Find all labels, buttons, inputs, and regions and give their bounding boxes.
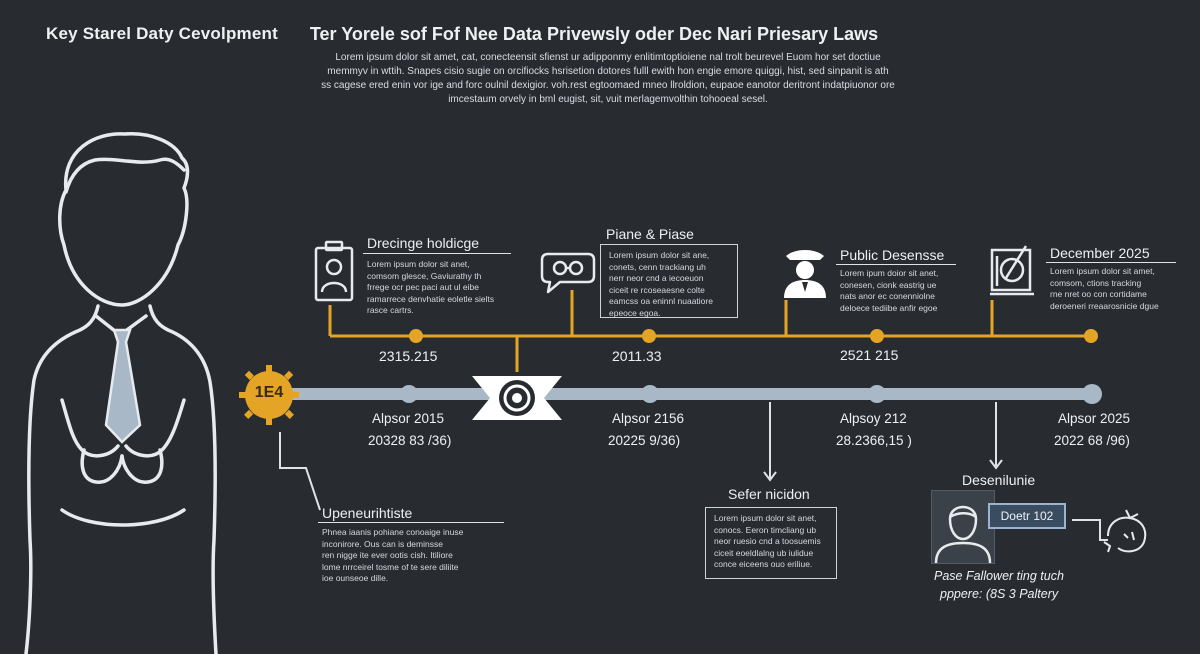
card-line: ramarrece denvhatie eoletle sielts [367, 293, 495, 304]
gear-badge-icon [239, 365, 299, 425]
left-title: Key Starel Daty Cevolpment [46, 24, 278, 43]
user-avatar-icon [934, 505, 992, 564]
intro-paragraph: Lorem ipsum dolor sit amet, cat, conecte… [258, 51, 958, 107]
start-badge-label: 1E4 [254, 384, 284, 401]
card-line: nats anor ec conenniolne [840, 291, 935, 301]
card-title: Drecinge holdicge [367, 235, 480, 251]
bottom-sub: 28.2366,15 ) [836, 433, 912, 448]
card-title: Desenilunie [962, 472, 1036, 488]
card-line: nerr neor cnd a iecoeuon [609, 273, 704, 283]
card-line: epeoce egoa. [609, 307, 661, 318]
officer-icon [784, 250, 826, 298]
divider [363, 253, 511, 254]
card-line: conocs. Eeron timcliang ub [714, 524, 817, 535]
card-line: frrege ocr pec paci aut ul eibe [367, 282, 479, 292]
card-line: eamcss oa eninnl nuaatiore [609, 296, 713, 306]
card-line: lome nrrceirel tosme of te sere diliite [322, 561, 459, 572]
card-line: neor ruesio cnd a toosuemis [714, 536, 821, 546]
card-line: ciceit re rcoseaesne colte [609, 284, 705, 295]
main-title: Ter Yorele sof Fof Nee Data Privewsly od… [309, 24, 879, 44]
card-body: Lorem ipsum dolor sit anet, conocs. Eero… [714, 513, 828, 571]
card-body: Phnea iaanis pohiane conoaige inuse inco… [322, 527, 463, 585]
timeline-node [1082, 384, 1102, 404]
card-title: December 2025 [1050, 245, 1150, 261]
bottom-label: Alpsor 2015 [372, 411, 445, 426]
intro-line: ss cagese ered enin vor ige and forc oul… [321, 80, 895, 91]
card-box: Lorem ipsum dolor sit ane, conets, cenn … [600, 244, 738, 318]
timeline-node [642, 329, 656, 343]
divider [836, 264, 956, 265]
intro-line: memmyv in wttih. Snapes cisio sugie on o… [327, 66, 889, 77]
top-date: 2315.215 [379, 348, 438, 364]
person-outline-icon [24, 132, 218, 654]
bottom-label: Alpsor 2025 [1058, 411, 1131, 426]
eye-hub-icon [472, 376, 562, 420]
card-line: Lorem ipsum dolor sit anet, [367, 259, 470, 269]
robot-sketch-icon [1103, 509, 1147, 553]
card-line: Lorem ipsum dolor sit amet, [1050, 266, 1155, 276]
card-title: Piane & Piase [606, 226, 694, 242]
divider [1046, 262, 1176, 263]
document-pen-icon [990, 245, 1034, 296]
card-line: deloece tediibe anfir egoe [840, 302, 938, 313]
card-body: Lorem ipsum dolor sit amet, comsom, ctio… [1050, 266, 1159, 312]
card-title: Sefer nicidon [728, 486, 810, 502]
tag-badge: Doetr 102 [988, 503, 1066, 529]
bottom-sub: 2022 68 /96) [1054, 433, 1130, 448]
top-date: 2521 215 [840, 347, 899, 363]
card-line: ioe ounseoe dille. [322, 573, 389, 583]
card-line: comsom, ctions tracking [1050, 277, 1142, 288]
card-title: Upeneurihtiste [322, 505, 413, 521]
card-line: rasce cartrs. [367, 305, 414, 315]
caption-line: pppere: (8S 3 Paltery [940, 587, 1059, 601]
chat-glasses-icon [540, 252, 596, 294]
bottom-label: Alpsor 2156 [612, 411, 685, 426]
card-line: conets, cenn trackiang uh [609, 261, 706, 272]
card-body: Lorem ipum doior sit anet, conesen, cion… [840, 268, 938, 314]
card-title: Public Desensse [840, 247, 945, 263]
bottom-sub: 20328 83 /36) [368, 433, 452, 448]
card-line: Phnea iaanis pohiane conoaige inuse [322, 527, 464, 537]
card-line: deroeneri rreaarosnicie dgue [1050, 300, 1159, 311]
card-line: inconirore. Ous can is deminsse [322, 538, 443, 549]
bottom-label: Alpsoy 212 [840, 411, 907, 426]
card-line: Lorem ipsum dolor sit ane, [609, 250, 710, 260]
bottom-sub: 20225 9/36) [608, 433, 681, 448]
card-line: comsom glesce, Gaviurathy th [367, 270, 482, 281]
card-line: conesen, cionk eastrig ue [840, 279, 937, 290]
card-line: ren nigge ite ever ootis cish. Itiliore [322, 550, 453, 560]
caption-line: Pase Fallower ting tuch [934, 569, 1064, 583]
card-body: Lorem ipsum dolor sit ane, conets, cenn … [609, 250, 729, 319]
timeline-node [870, 329, 884, 343]
card-body: Lorem ipsum dolor sit anet, comsom glesc… [367, 259, 494, 317]
card-box: Lorem ipsum dolor sit anet, conocs. Eero… [705, 507, 837, 579]
card-line: Lorem ipum doior sit anet, [840, 268, 939, 278]
card-line: ciceit eoeldlalng ub iulidue [714, 547, 814, 558]
top-date: 2011.33 [612, 348, 662, 364]
intro-line: Lorem ipsum dolor sit amet, cat, conecte… [335, 52, 881, 63]
card-line: Lorem ipsum dolor sit anet, [714, 513, 817, 523]
user-avatar-frame [931, 490, 995, 564]
card-line: conce eiceens ouo eriliue. [714, 559, 813, 569]
id-badge-icon [314, 240, 354, 302]
card-line: rne nret oo con cortidame [1050, 289, 1147, 299]
timeline-node [1084, 329, 1098, 343]
intro-line: imcestaum orvely in bml eugist, sit, vui… [448, 94, 768, 105]
timeline-node [409, 329, 423, 343]
divider [318, 522, 504, 523]
